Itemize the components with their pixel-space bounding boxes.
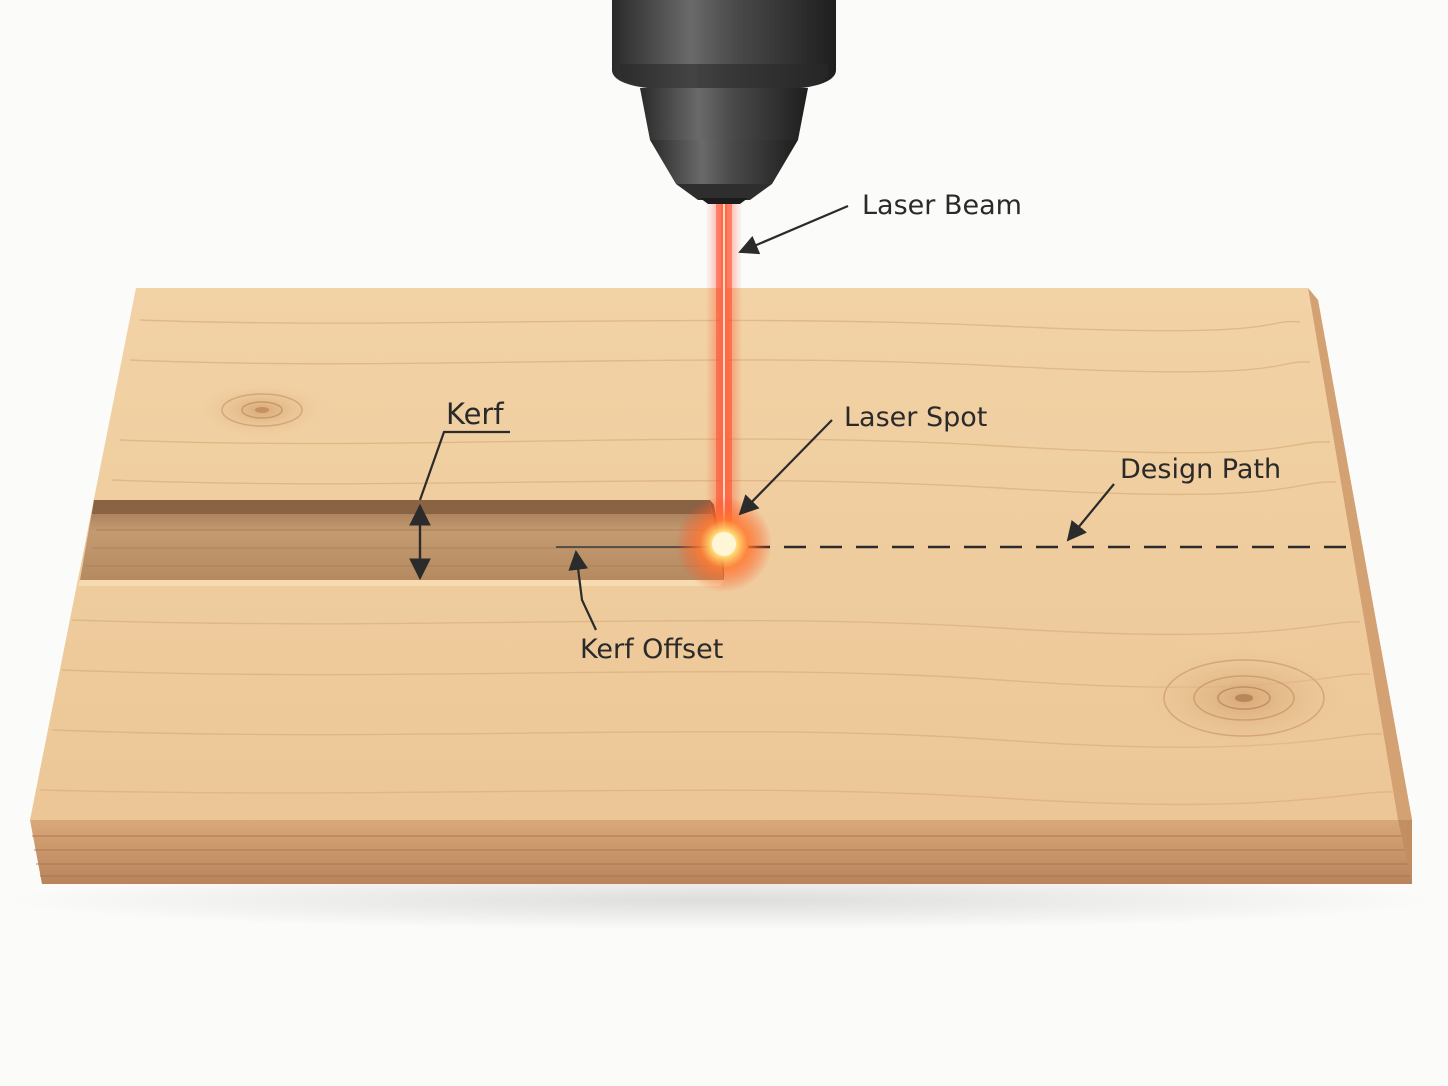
laser-spot bbox=[676, 496, 772, 592]
wood-knot-right bbox=[1124, 638, 1364, 758]
laser-nozzle-icon bbox=[612, 0, 836, 204]
kerf-offset-leader bbox=[568, 550, 597, 631]
board-right-edge bbox=[1308, 288, 1412, 820]
design-path-leader bbox=[1066, 483, 1115, 542]
kerf-label: Kerf bbox=[446, 397, 504, 431]
board-front-face bbox=[30, 820, 1412, 884]
board-shadow bbox=[0, 870, 1440, 930]
laser-beam bbox=[706, 204, 742, 544]
board-top-grain bbox=[39, 319, 1395, 806]
kerf-channel bbox=[78, 500, 724, 586]
laser-spot-label: Laser Spot bbox=[844, 402, 987, 433]
kerf-leader bbox=[418, 430, 510, 501]
laser-spot-leader bbox=[738, 419, 833, 516]
board-front-grain bbox=[32, 835, 1412, 877]
design-path-label: Design Path bbox=[1120, 454, 1281, 485]
laser-beam-label: Laser Beam bbox=[862, 190, 1022, 221]
laser-beam-leader bbox=[738, 204, 849, 255]
wood-knot-left bbox=[192, 380, 332, 440]
kerf-offset-label: Kerf Offset bbox=[580, 634, 723, 665]
